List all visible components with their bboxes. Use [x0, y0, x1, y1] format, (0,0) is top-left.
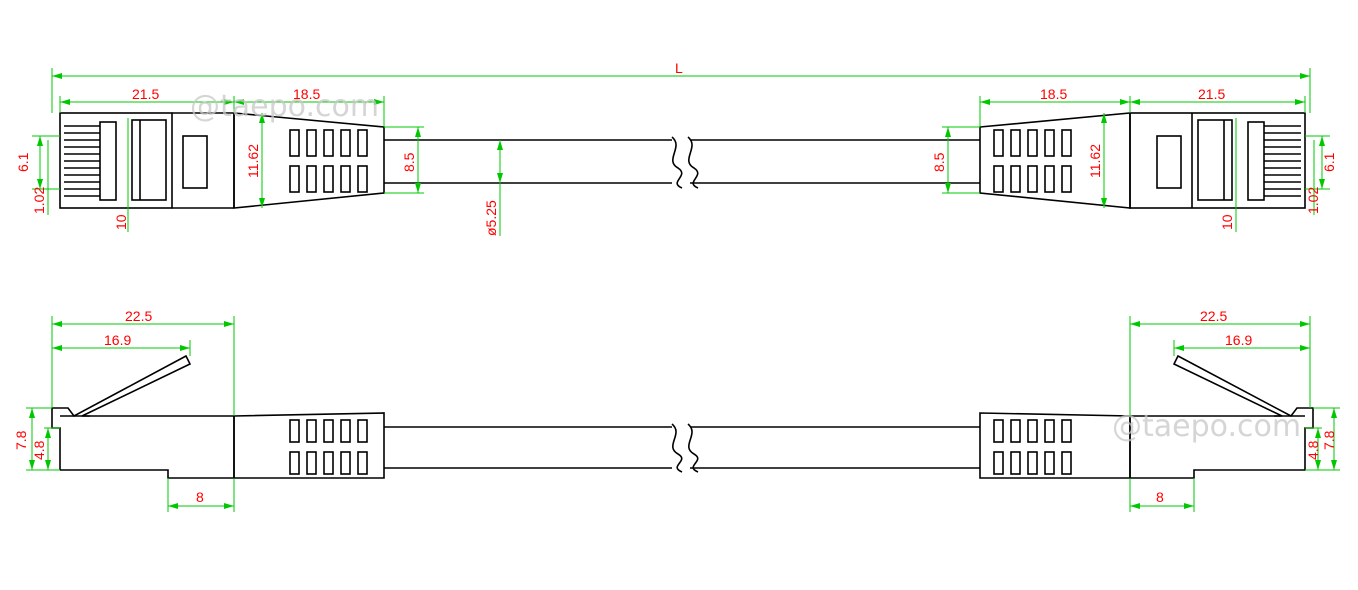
boot-ribs [289, 129, 368, 193]
dim-side-latch-right: 16.9 [1225, 332, 1252, 348]
dim-contact-width-left: 6.1 [15, 152, 31, 172]
dim-side-total-left: 22.5 [125, 308, 152, 324]
break-mark-left [671, 423, 683, 473]
plug-body-outline [1129, 112, 1306, 209]
dim-boot-tip-right: 8.5 [931, 152, 947, 172]
dim-boot-length-right: 18.5 [1040, 86, 1067, 102]
contact-block [99, 121, 117, 201]
break-mark-left [671, 136, 683, 189]
latch-outline [131, 119, 167, 201]
boot-outline [979, 112, 1131, 209]
dim-plug-length-left: 21.5 [132, 86, 159, 102]
dim-side-body-left: 4.8 [31, 440, 47, 460]
dim-cable-diameter: ø5.25 [483, 200, 499, 236]
dim-side-height-right: 7.8 [1321, 430, 1337, 450]
top-right-connector [979, 112, 1306, 209]
dim-side-total-right: 22.5 [1200, 308, 1227, 324]
dim-plug-height-right: 11.62 [1087, 144, 1103, 178]
contact-block [1247, 121, 1265, 201]
dim-contact-width-right: 6.1 [1321, 152, 1337, 172]
side-left-connector [51, 354, 385, 479]
plug-body-outline [59, 112, 173, 209]
dim-side-tab-left: 8 [196, 489, 204, 505]
contact-lines [64, 125, 100, 197]
dim-boot-length-left: 18.5 [293, 86, 320, 102]
top-cable [384, 136, 980, 189]
dim-side-height-left: 7.8 [13, 430, 29, 450]
side-boot-outline [233, 412, 385, 479]
watermark-bottom: @taepo.com [1112, 409, 1301, 444]
side-latch-outline [51, 354, 192, 470]
contact-lines [1264, 125, 1301, 197]
side-latch-outline [1129, 354, 1314, 479]
dim-side-tab-right: 8 [1156, 489, 1164, 505]
break-mark-right [687, 423, 699, 473]
latch-outline [1197, 119, 1233, 201]
dim-contact-pitch-left: 1.02 [31, 187, 47, 214]
top-left-connector [59, 112, 385, 209]
dim-overall-length: L [675, 60, 683, 76]
plug-window [182, 135, 208, 189]
side-boot-ribs [289, 419, 368, 475]
dimension-labels: L 21.5 18.5 18.5 21.5 6.1 1.02 6.1 1.02 … [13, 60, 1337, 505]
side-boot-ribs [993, 419, 1072, 475]
watermark-top: @taepo.com [190, 89, 379, 124]
dim-side-body-right: 4.8 [1305, 440, 1321, 460]
plug-window [1156, 135, 1182, 189]
break-mark-right [687, 136, 699, 189]
dim-plug-length-right: 21.5 [1198, 86, 1225, 102]
boot-ribs [993, 129, 1072, 193]
dim-latch-width-left: 10 [113, 214, 129, 230]
dim-side-latch-left: 16.9 [104, 332, 131, 348]
dim-latch-width-right: 10 [1219, 214, 1235, 230]
side-cable [384, 423, 980, 473]
dimension-lines [26, 68, 1340, 512]
dim-boot-tip-left: 8.5 [401, 152, 417, 172]
dim-plug-height-left: 11.62 [245, 144, 261, 178]
dim-contact-pitch-right: 1.02 [1305, 187, 1321, 214]
